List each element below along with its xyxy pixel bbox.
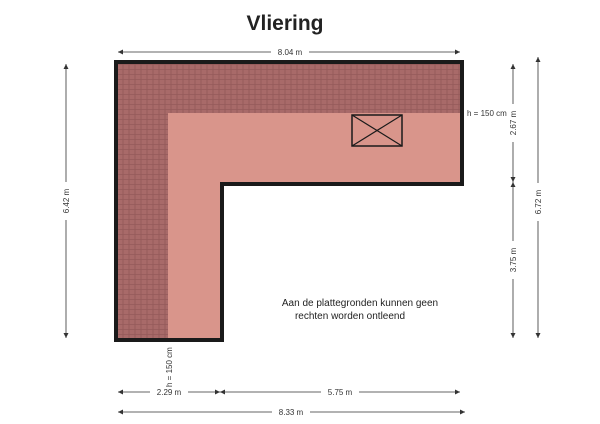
room-outline bbox=[114, 60, 464, 342]
dimension-bottom-inner: 2.29 m 5.75 m bbox=[118, 387, 460, 397]
dim-bottom-right-label: 5.75 m bbox=[328, 388, 353, 397]
dim-right-total-label: 6.72 m bbox=[534, 189, 543, 214]
floor-area bbox=[168, 113, 460, 338]
dim-bottom-total-label: 8.33 m bbox=[279, 408, 304, 417]
dim-bottom-left-label: 2.29 m bbox=[157, 388, 182, 397]
disclaimer-line-2: rechten worden ontleend bbox=[295, 311, 405, 322]
dimension-left-height: 6.42 m bbox=[60, 64, 72, 338]
dimension-right-total: 6.72 m bbox=[532, 57, 544, 338]
height-label-bottom: h = 150 cm bbox=[165, 347, 174, 387]
hatch-icon bbox=[351, 114, 403, 147]
dim-left-label: 6.42 m bbox=[62, 188, 71, 213]
dimension-top-width: 8.04 m bbox=[118, 47, 460, 57]
dimension-right-inner: 2.67 m 3.75 m bbox=[507, 64, 519, 338]
disclaimer-line-1: Aan de plattegronden kunnen geen bbox=[282, 298, 438, 309]
dim-top-label: 8.04 m bbox=[278, 48, 303, 57]
dim-right-lower-label: 3.75 m bbox=[509, 247, 518, 272]
dim-right-upper-label: 2.67 m bbox=[509, 110, 518, 135]
height-label-right: h = 150 cm bbox=[467, 109, 507, 118]
dimension-bottom-total: 8.33 m bbox=[118, 407, 465, 417]
page-title: Vliering bbox=[246, 12, 324, 35]
